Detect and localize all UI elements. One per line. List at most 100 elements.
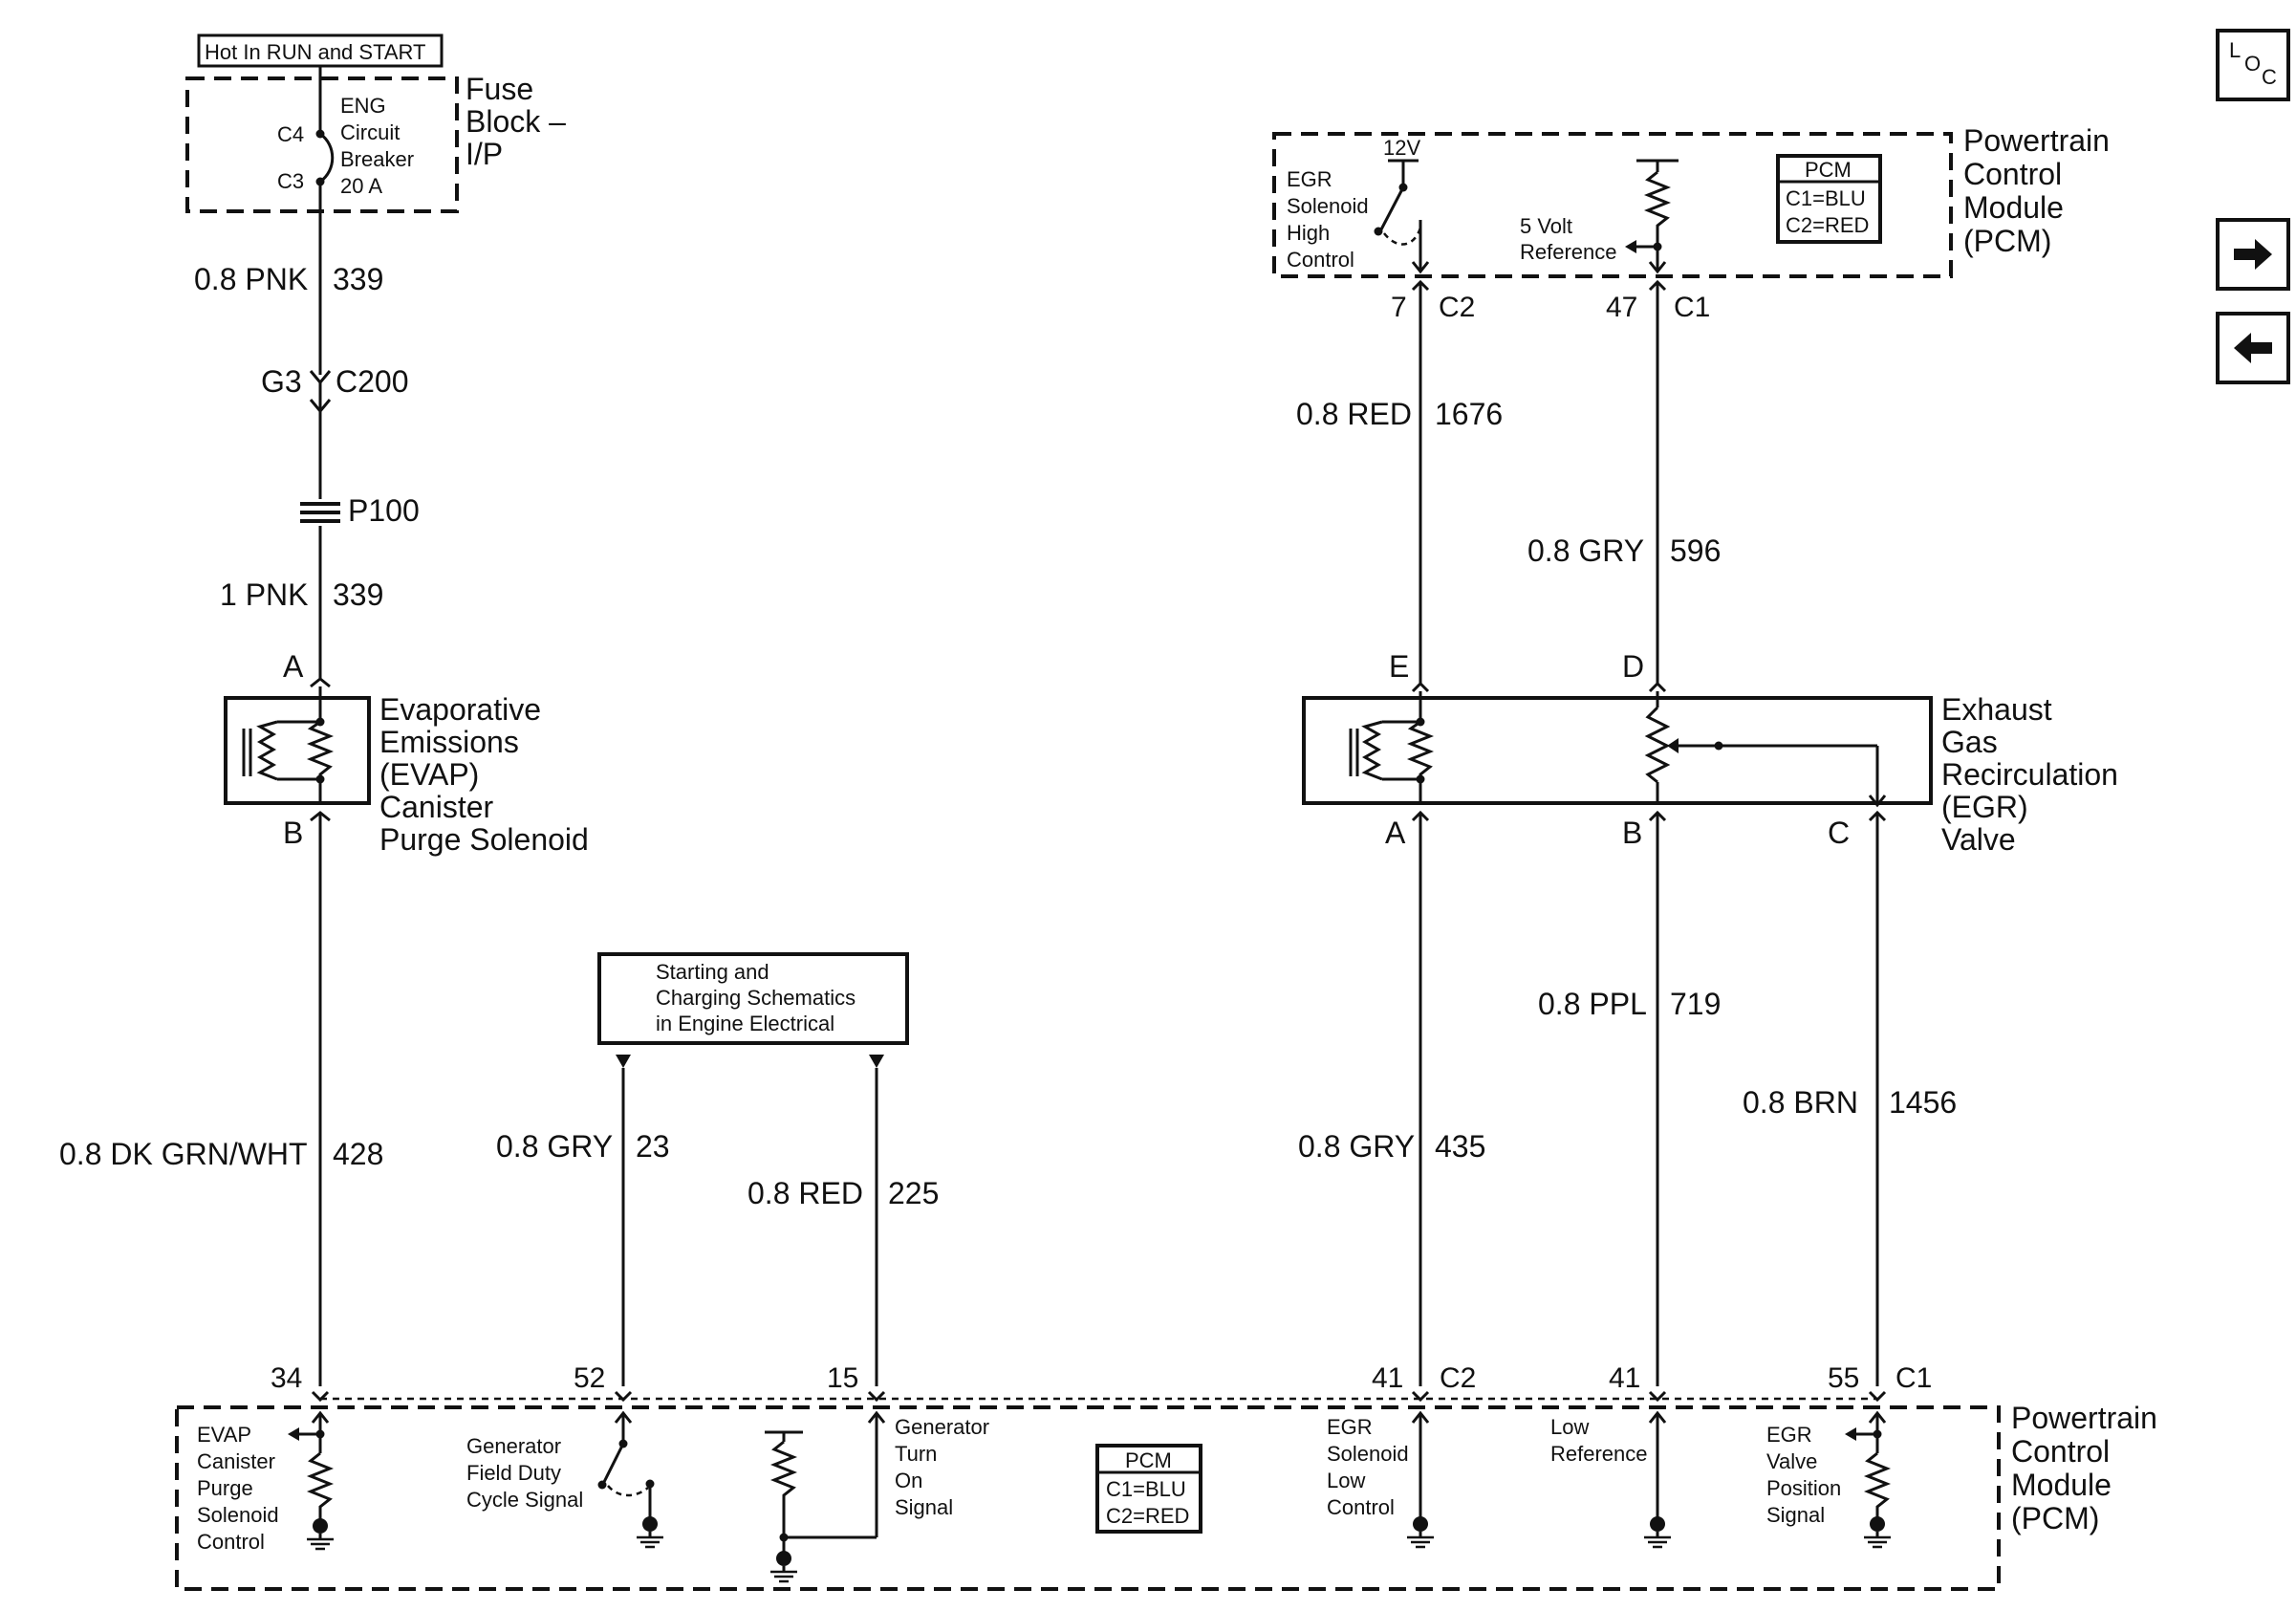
starting-charging-reference: Starting and Charging Schematics in Engi… [496, 952, 939, 1386]
fuse-block-outline [185, 76, 459, 213]
pcm-pin-41-c2: 41 [1372, 1362, 1403, 1394]
fuse-desc-2: Circuit [340, 120, 400, 144]
fuse-c3: C3 [277, 169, 304, 193]
pcm-conn-c1: C1 [1895, 1362, 1932, 1394]
fuse-name-2: Block – [466, 104, 566, 139]
pcm-pin-52: 52 [574, 1362, 605, 1394]
fuse-block: Hot In RUN and START C4 C3 ENG Circuit B… [185, 33, 566, 213]
wire-23-color: 0.8 GRY [496, 1129, 613, 1164]
egr-high-label-1: EGR [1287, 167, 1332, 191]
pcm-top-name-4: (PCM) [1963, 224, 2051, 258]
wire-1456-color: 0.8 BRN [1743, 1085, 1858, 1120]
pcm-pin-41-c1: 41 [1609, 1362, 1640, 1394]
egr-name-1: Exhaust [1941, 692, 2052, 727]
wire-435-num: 435 [1435, 1129, 1485, 1164]
splice-p100: P100 [348, 493, 420, 528]
evap-ctrl-label-1: EVAP [197, 1423, 251, 1447]
low-ref-label-1: Low [1550, 1415, 1589, 1439]
pcm-top-name-2: Control [1963, 157, 2062, 191]
left-circuit: 0.8 PNK 339 G3 C200 P100 1 PNK 339 A B 0… [59, 211, 420, 1386]
gen-turn-on-circuit [765, 1410, 886, 1583]
pcm-top-legend-c2: C2=RED [1786, 213, 1869, 237]
egr-position-circuit [1845, 1410, 1892, 1549]
pcm-pin-34: 34 [271, 1362, 302, 1394]
next-page-button[interactable] [2216, 218, 2290, 291]
egr-pin-a: A [1385, 816, 1406, 850]
egr-name-4: (EGR) [1941, 790, 2028, 824]
evap-name-3: (EVAP) [379, 757, 479, 792]
egr-low-label-1: EGR [1327, 1415, 1373, 1439]
evap-ctrl-label-2: Canister [197, 1449, 275, 1473]
wire-1676-num: 1676 [1435, 397, 1503, 431]
egr-low-label-2: Solenoid [1327, 1442, 1409, 1466]
svg-text:L: L [2229, 38, 2241, 62]
pcm-top-conn-c1: C1 [1674, 292, 1710, 323]
previous-page-button[interactable] [2216, 312, 2290, 384]
gen-field-label-1: Generator [466, 1434, 561, 1458]
splice-p100-symbol [300, 502, 340, 523]
svg-text:C: C [2262, 65, 2277, 89]
evap-name-5: Purge Solenoid [379, 822, 589, 857]
gen-field-switch-circuit [597, 1410, 663, 1549]
pcm-conn-c2: C2 [1440, 1362, 1476, 1394]
circuit-breaker-symbol [319, 132, 335, 184]
egr-pin-c: C [1828, 816, 1850, 850]
fuse-desc-4: 20 A [340, 174, 382, 198]
gen-turn-label-1: Generator [895, 1415, 989, 1439]
ref-resistor-symbol [1643, 170, 1672, 231]
fuse-desc-3: Breaker [340, 147, 414, 171]
evap-solenoid: Evaporative Emissions (EVAP) Canister Pu… [224, 686, 589, 857]
pcm-bottom-legend-c1: C1=BLU [1106, 1477, 1186, 1501]
egr-low-label-3: Low [1327, 1469, 1365, 1492]
pcm-top-outline [1272, 132, 1953, 278]
pcm-top: Powertrain Control Module (PCM) PCM C1=B… [1272, 123, 2110, 323]
wire-596-color: 0.8 GRY [1527, 533, 1644, 568]
pcm-bottom-name-1: Powertrain [2011, 1401, 2157, 1435]
egr-high-switch [1379, 186, 1405, 230]
egr-high-label-4: Control [1287, 248, 1354, 272]
pcm-top-name-1: Powertrain [1963, 123, 2110, 158]
evap-ctrl-label-5: Control [197, 1530, 265, 1554]
egr-low-label-4: Control [1327, 1495, 1395, 1519]
wire-339-color-top: 0.8 PNK [194, 262, 308, 296]
low-reference-circuit [1644, 1410, 1671, 1549]
fuse-desc-1: ENG [340, 94, 386, 118]
ref-label-1: 5 Volt [1520, 214, 1572, 238]
pcm-bottom-name-3: Module [2011, 1468, 2112, 1502]
egr-wires-top: 0.8 RED 1676 0.8 GRY 596 [1296, 279, 1721, 684]
pcm-bottom-legend-c2: C2=RED [1106, 1504, 1189, 1528]
pcm-top-legend-box [1776, 154, 1882, 244]
fuse-c4: C4 [277, 122, 304, 146]
evap-solenoid-box [224, 696, 371, 805]
wire-719-num: 719 [1670, 987, 1721, 1021]
egr-wires-bottom: 0.8 GRY 435 0.8 PPL 719 0.8 BRN 1456 [1298, 810, 1957, 1386]
pcm-bottom-name-4: (PCM) [2011, 1501, 2099, 1535]
svg-text:O: O [2244, 52, 2261, 76]
pcm-top-pin-7: 7 [1391, 292, 1407, 323]
egr-low-circuit [1407, 1410, 1434, 1549]
egr-valve-box [1302, 696, 1933, 805]
starting-box-line-1: Starting and [656, 960, 769, 984]
wire-596-num: 596 [1670, 533, 1721, 568]
egr-pos-label-2: Valve [1766, 1449, 1817, 1473]
evap-name-2: Emissions [379, 725, 519, 759]
c200-pin: G3 [261, 364, 302, 399]
fuse-name-3: I/P [466, 137, 503, 171]
wire-225-color: 0.8 RED [747, 1176, 863, 1210]
evap-resistor-symbol [306, 720, 335, 779]
evap-name-4: Canister [379, 790, 494, 824]
loc-button[interactable]: L O C [2216, 29, 2290, 101]
pcm-top-pin-47: 47 [1606, 292, 1637, 323]
egr-name-3: Recirculation [1941, 757, 2118, 792]
wire-719-color: 0.8 PPL [1538, 987, 1647, 1021]
gen-turn-label-4: Signal [895, 1495, 953, 1519]
egr-high-label-3: High [1287, 221, 1330, 245]
evap-ctrl-label-3: Purge [197, 1476, 253, 1500]
wire-339-num-top: 339 [333, 262, 383, 296]
evap-name-1: Evaporative [379, 692, 541, 727]
pcm-top-legend-c1: C1=BLU [1786, 186, 1866, 210]
egr-name-2: Gas [1941, 725, 1998, 759]
egr-name-5: Valve [1941, 822, 2016, 857]
egr-pos-label-3: Position [1766, 1476, 1841, 1500]
egr-coil-symbol [1361, 720, 1383, 781]
